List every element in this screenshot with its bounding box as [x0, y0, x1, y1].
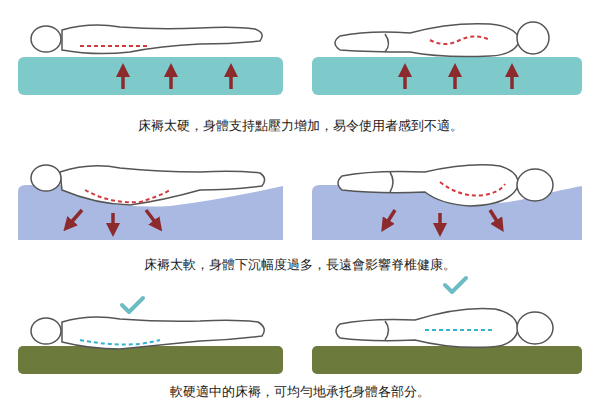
side-body [338, 165, 553, 206]
caption-text: 床褥太軟，身體下沉幅度過多，長遠會影響脊椎健康。 [142, 257, 458, 273]
check-mark [122, 278, 466, 312]
supine-body [31, 25, 262, 54]
hard-mattress [312, 57, 582, 95]
side-body [336, 308, 553, 347]
supine-body [31, 165, 265, 205]
caption-text: 軟硬適中的床褥，可均勻地承托身體各部分。 [168, 384, 432, 400]
sinking-arrow [68, 210, 500, 230]
medium-mattress [312, 346, 582, 374]
caption-text: 床褥太硬，身體支持點壓力增加，易令使用者感到不適。 [136, 118, 465, 134]
medium-mattress-row [18, 278, 582, 374]
hard-mattress-row [18, 22, 582, 95]
supine-body [31, 317, 264, 349]
side-body [335, 22, 549, 57]
soft-mattress-row [18, 165, 582, 240]
hard-mattress [18, 57, 283, 95]
pressure-arrow [123, 70, 512, 89]
medium-mattress [18, 346, 283, 374]
